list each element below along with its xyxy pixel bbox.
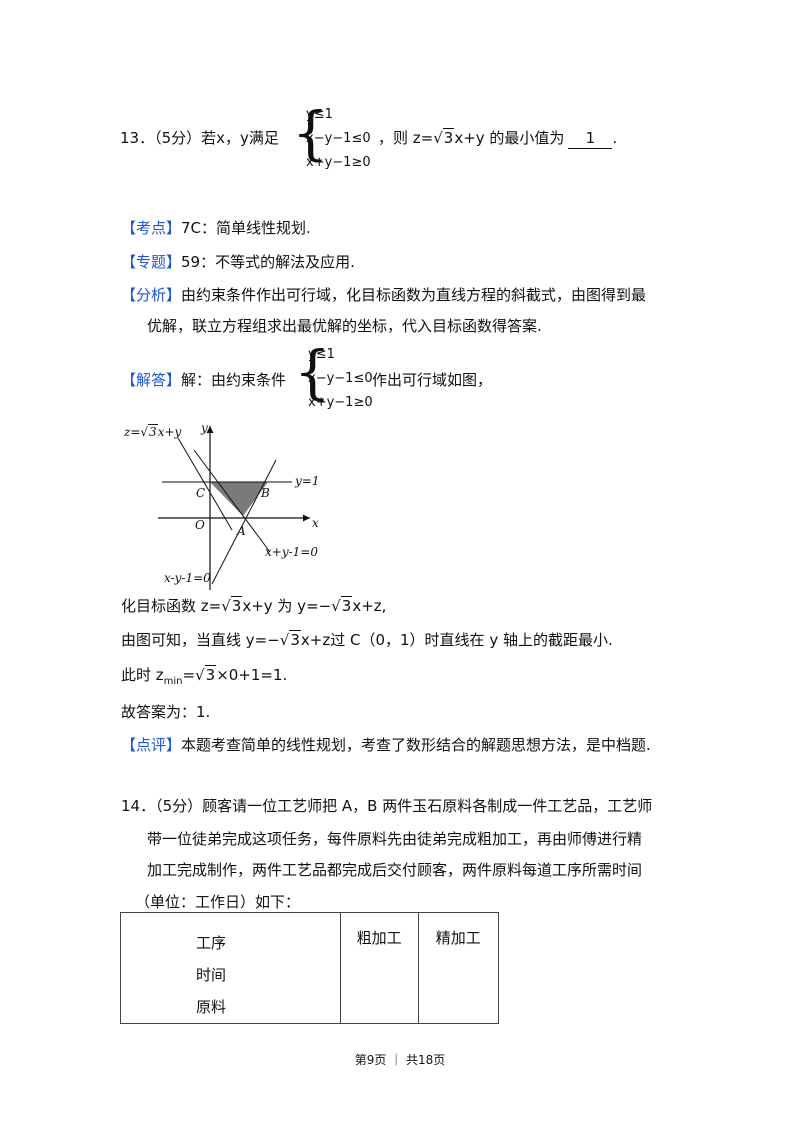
q13-expr: x+y 的最小值为 [454,129,565,147]
fig-line-sum: x+y-1=0 [265,545,318,559]
fenxi-line: 【分析】由约束条件作出可行域，化目标函数为直线方程的斜截式，由图得到最 [121,285,646,305]
fig-line-diff: x-y-1=0 [164,571,211,585]
solution-line-1: 化目标函数 z=√3x+y 为 y=−√3x+z, [121,596,387,615]
fig-point-c: C [196,486,206,500]
dianping-tag: 【点评】 [121,736,182,754]
jieda-pre: 解：由约束条件 [181,371,287,389]
line-x-plus-y [193,449,271,553]
table-hdr-process: 工序 [196,934,227,952]
fig-z-label: z=√3x+y [124,424,182,439]
zhuanti-line: 【专题】59：不等式的解法及应用. [121,252,355,272]
solution-line-3: 此时 zmin=√3×0+1=1. [121,665,288,687]
fenxi-tag: 【分析】 [121,286,182,304]
q13-constraint-3: x+y−1≥0 [306,155,371,170]
q14-line-1: 14．（5分）顾客请一位工艺师把 A，B 两件玉石原料各制成一件工艺品，工艺师 [121,797,653,815]
page-footer: 第9页 ｜ 共18页 [354,1053,446,1067]
fig-x-axis-label: x [312,516,319,530]
table-hdr-material: 原料 [196,998,227,1016]
fig-line-y1: y=1 [295,474,320,488]
q13-period: . [612,129,618,147]
solution-answer: 故答案为：1. [121,703,211,721]
objective-line [177,437,233,531]
jieda-tag: 【解答】 [121,371,182,389]
q14-line-3: 加工完成制作，两件工艺品都完成后交付顾客，两件原料每道工序所需时间 [147,861,643,879]
table-col-rough: 粗加工 [339,912,419,1024]
solution-line-2: 由图可知，当直线 y=−√3x+z过 C（0，1）时直线在 y 轴上的截距最小. [121,630,613,649]
dianping-text: 本题考查简单的线性规划，考查了数形结合的解题思想方法，是中档题. [181,736,651,754]
fig-point-b: B [261,486,270,500]
line-x-minus-y [211,459,277,585]
jieda-constraint-2: x−y−1≤0 [308,371,373,386]
fig-y-axis-label: y [201,421,208,435]
fig-origin-label: O [195,518,205,532]
jieda-line: 【解答】解：由约束条件 [121,370,286,390]
kaodian-text: 7C：简单线性规划. [181,219,311,237]
q13-mid: ，则 z= [378,129,434,147]
sqrt-3: √3 [221,596,243,615]
q13-constraint-2: x−y−1≤0 [306,131,371,146]
kaodian-line: 【考点】7C：简单线性规划. [121,218,311,238]
fenxi-text: 由约束条件作出可行域，化目标函数为直线方程的斜截式，由图得到最 [181,286,647,304]
feasible-region-figure [158,426,310,590]
zhuanti-tag: 【专题】 [121,253,182,271]
sqrt-3: √3 [331,596,353,615]
q13-stem-start: 13．（5分）若x，y满足 [120,129,279,147]
q14-line-4: （单位：工作日）如下： [135,893,301,911]
fig-point-a: A [237,524,246,538]
q13-brace: { [292,99,329,167]
table-col-fine: 精加工 [417,912,500,1024]
fenxi-line-2: 优解，联立方程组求出最优解的坐标，代入目标函数得答案. [147,317,542,335]
sqrt-3: √3 [433,128,455,147]
zhuanti-text: 59：不等式的解法及应用. [181,253,355,271]
jieda-brace: { [294,338,331,406]
table-hdr-time: 时间 [196,966,227,984]
process-table: 工序 时间 原料 粗加工 精加工 [120,912,500,1024]
sqrt-3: √3 [279,630,301,649]
sqrt-3: √3 [195,665,217,684]
kaodian-tag: 【考点】 [121,219,182,237]
jieda-constraint-3: x+y−1≥0 [308,395,373,410]
q14-line-2: 带一位徒弟完成这项任务，每件原料先由徒弟完成粗加工，再由师傅进行精 [147,830,643,848]
q13-answer: 1 [568,128,613,149]
jieda-post: 作出可行域如图， [372,371,493,389]
q13-constraint-1: y≤1 [306,107,333,122]
dianping-line: 【点评】本题考查简单的线性规划，考查了数形结合的解题思想方法，是中档题. [121,735,651,755]
table-header-cell: 工序 时间 原料 [120,912,341,1024]
jieda-constraint-1: y≤1 [308,347,335,362]
